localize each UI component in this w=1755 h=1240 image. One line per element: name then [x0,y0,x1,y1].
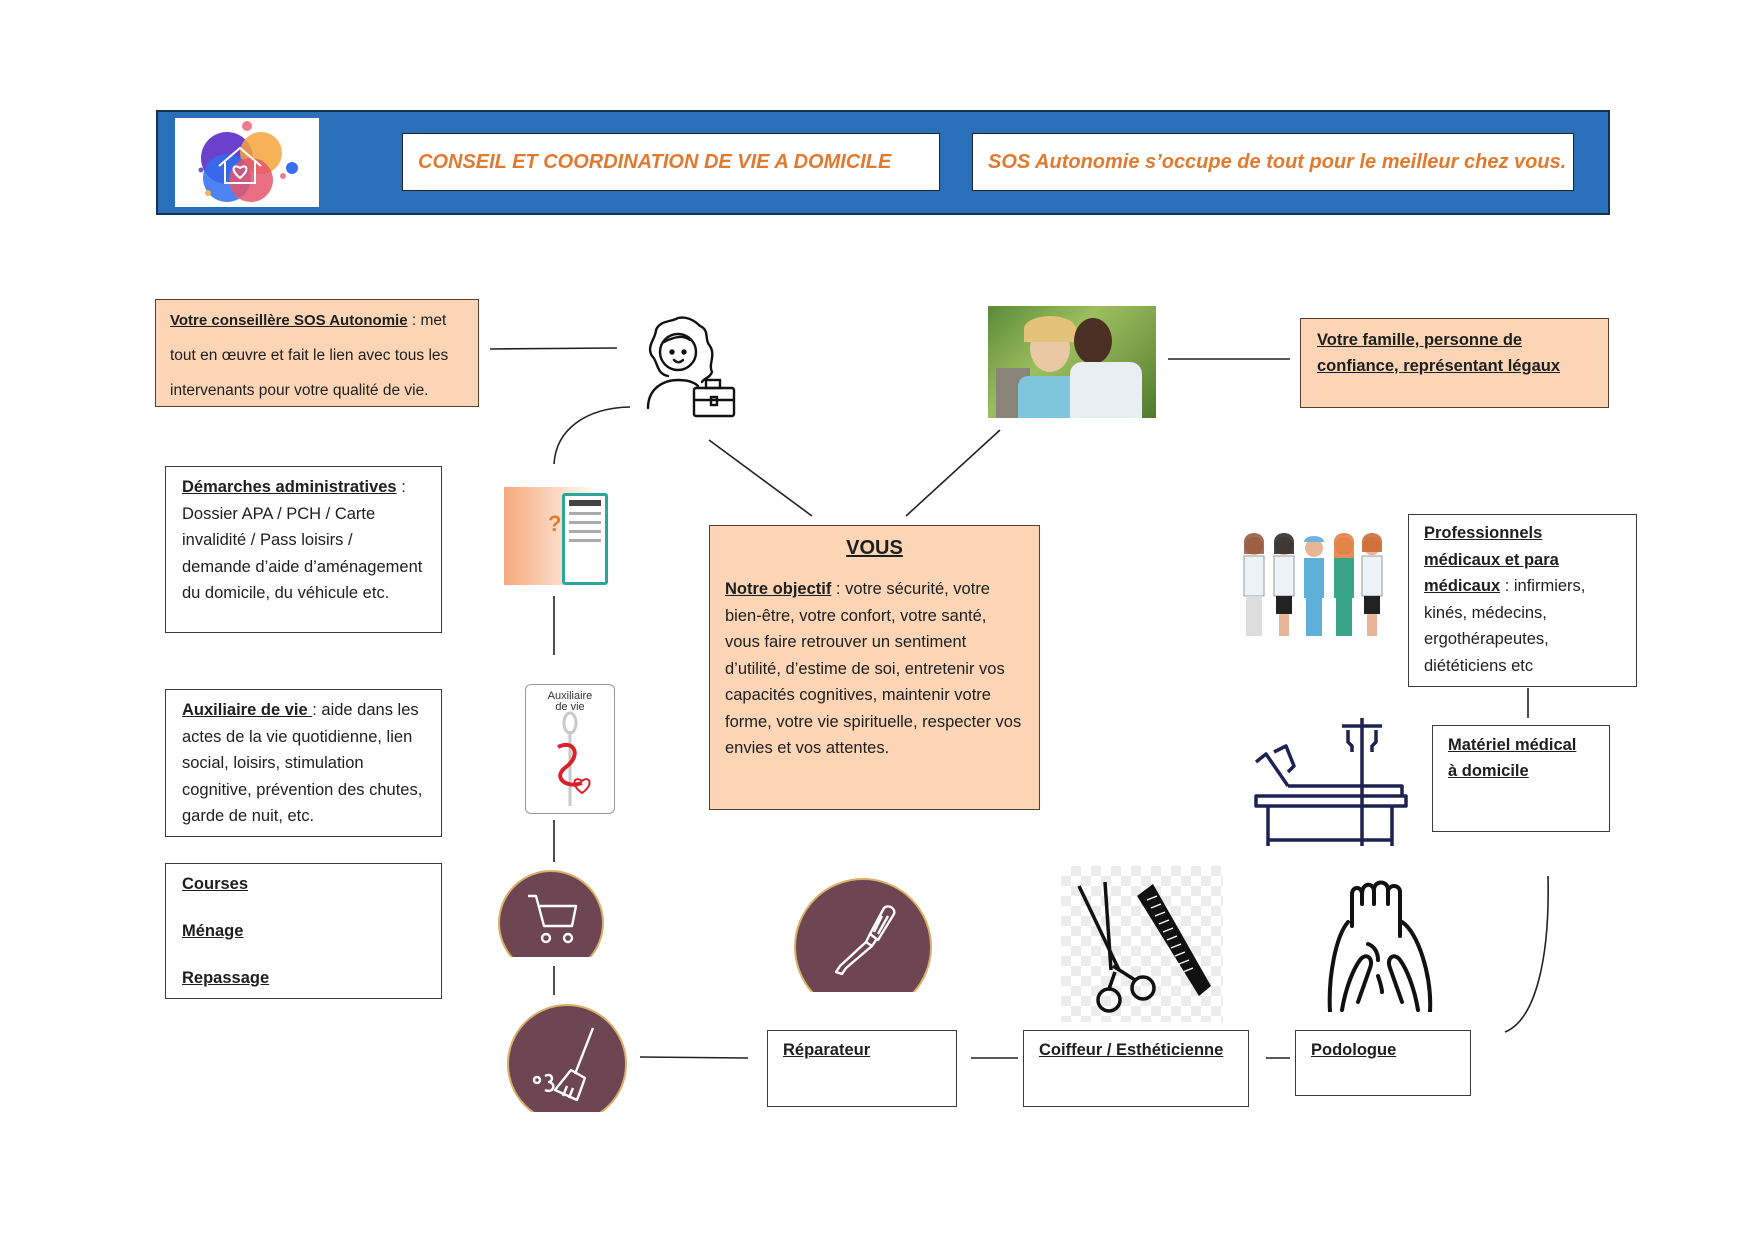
caduceus-heart-icon [557,711,591,806]
connector-conseillere [489,347,618,350]
checklist-illustration: ? [504,487,622,585]
materiel-label-line2: à domicile [1448,762,1529,780]
badge-line1: Auxiliaire [547,690,593,702]
medical-team-illustration [1243,533,1383,636]
famille-label-line1: Votre famille, personne de [1317,331,1523,349]
demarches-box: Démarches administratives : Dossier APA … [165,466,442,633]
hairdresser-illustration [1061,866,1223,1022]
services-box: Courses Ménage Repassage [165,863,442,999]
auxiliaire-box: Auxiliaire de vie : aide dans les actes … [165,689,442,837]
podology-foot-icon [1327,880,1433,1012]
family-photo [988,306,1156,418]
service-menage: Ménage [182,922,244,940]
reparateur-label: Réparateur [783,1041,871,1059]
demarches-text: : Dossier APA / PCH / Carte invalidité /… [182,478,423,602]
conseillere-text: : met tout en œuvre et fait le lien avec… [170,312,449,399]
connector-menage-reparateur [639,1056,749,1059]
woman-dress [1018,376,1080,418]
clipboard [562,493,608,585]
materiel-label-line1: Matériel médical [1448,736,1577,754]
connector-curve-demarches [553,406,631,465]
materiel-box: Matériel médical à domicile [1432,725,1610,832]
coiffeur-label: Coiffeur / Esthéticienne [1039,1041,1224,1059]
hospital-bed-icon [1254,718,1408,846]
broom-icon [532,1027,595,1102]
advisor-woman-icon [646,316,736,418]
auxiliaire-label: Auxiliaire de vie [182,701,313,719]
vous-box: VOUS Notre objectif : votre sécurité, vo… [709,525,1040,810]
vous-title: VOUS [846,537,903,559]
coiffeur-box: Coiffeur / Esthéticienne [1023,1030,1249,1107]
header-title: CONSEIL ET COORDINATION DE VIE A DOMICIL… [402,133,940,191]
vous-objectif-label: Notre objectif [725,580,832,598]
badge-line2: de vie [555,701,585,713]
conseillere-box: Votre conseillère SOS Autonomie : met to… [155,299,479,407]
repair-screwdriver-badge [794,878,934,992]
professionnels-text: : infirmiers, kinés, médecins, ergothéra… [1424,577,1586,675]
auxiliaire-text: : aide dans les actes de la vie quotidie… [182,701,423,825]
professionnels-label: Professionnels médicaux et para médicaux [1424,524,1559,595]
famille-box: Votre famille, personne de confiance, re… [1300,318,1609,408]
company-logo [175,118,319,207]
scissors-comb-icon [1077,881,1211,1013]
house-heart-logo-icon [198,121,298,202]
man-shirt [1070,362,1142,418]
service-courses: Courses [182,875,249,893]
connector-famille-vous [905,429,1001,517]
man-face [1074,318,1112,364]
cleaning-broom-badge [507,1004,629,1112]
question-mark-icon: ? [548,511,562,536]
woman-hair [1024,316,1076,342]
conseillere-label: Votre conseillère SOS Autonomie [170,312,408,329]
header-tagline: SOS Autonomie s’occupe de tout pour le m… [972,133,1574,191]
famille-label-line2: confiance, représentant légaux [1317,357,1560,375]
service-repassage: Repassage [182,969,270,987]
connector-conseillere-vous [708,439,813,517]
podologue-box: Podologue [1295,1030,1471,1096]
screwdriver-icon [834,905,896,976]
demarches-label: Démarches administratives [182,478,397,496]
vous-objectif-text: : votre sécurité, votre bien-être, votre… [725,580,1022,757]
shopping-cart-badge [498,870,606,957]
podologue-label: Podologue [1311,1041,1397,1059]
connector-curve-podologue [1504,875,1549,1033]
auxiliaire-badge: Auxiliaire de vie [525,684,615,814]
reparateur-box: Réparateur [767,1030,957,1107]
professionnels-box: Professionnels médicaux et para médicaux… [1408,514,1637,687]
shopping-cart-icon [528,894,578,944]
